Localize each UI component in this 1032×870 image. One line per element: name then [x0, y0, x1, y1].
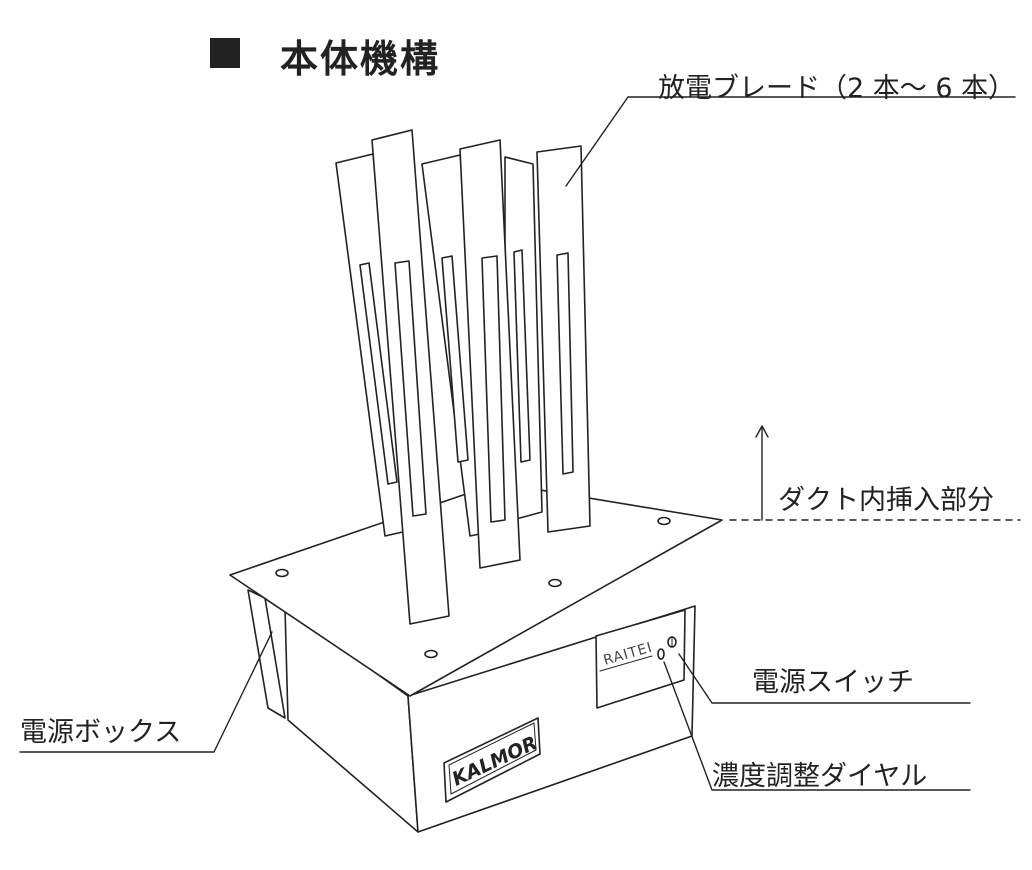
leader-blades: [565, 96, 1016, 187]
title-square-icon: [210, 38, 240, 68]
plate-screw-holes: [275, 516, 671, 659]
diagram-title: 本体機構: [280, 37, 441, 81]
leader-dial: [663, 661, 971, 791]
label-discharge-blades: 放電ブレード（2 本〜 6 本）: [658, 73, 1016, 104]
leader-lines: [19, 96, 1016, 791]
up-arrow-icon: [755, 425, 769, 438]
label-concentration-dial: 濃度調整ダイヤル: [712, 761, 928, 792]
leader-power-switch: [678, 653, 971, 704]
label-power-box: 電源ボックス: [20, 717, 182, 748]
blade: [371, 129, 450, 625]
label-duct-insertion: ダクト内挿入部分: [778, 485, 994, 516]
discharge-blades: [335, 129, 591, 625]
duct-insertion-marker: [729, 425, 1021, 521]
dial-knob: [657, 648, 665, 660]
leader-power-box: [19, 631, 273, 753]
blade: [459, 139, 521, 569]
control-panel: RAITEI: [595, 609, 686, 709]
blade: [536, 145, 591, 533]
label-power-switch: 電源スイッチ: [752, 667, 914, 698]
